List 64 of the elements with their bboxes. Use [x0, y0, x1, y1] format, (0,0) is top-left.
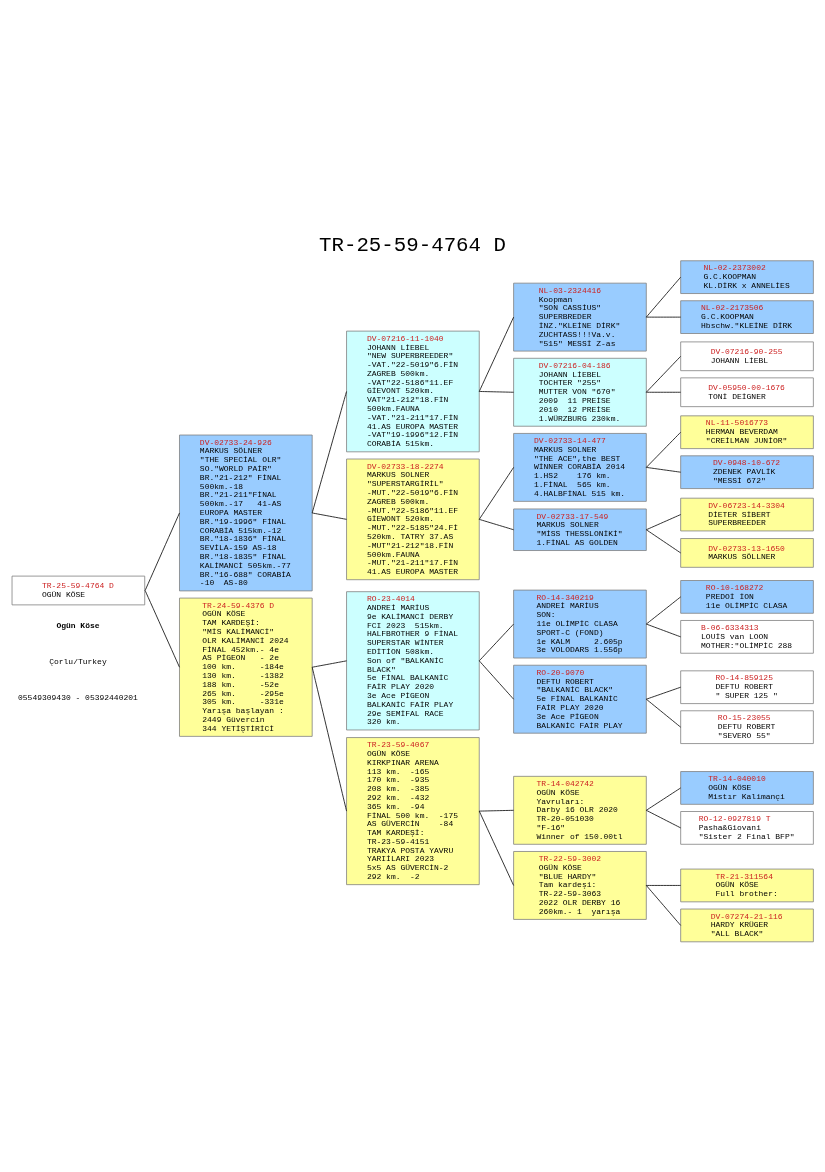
node-box: DV-02733-14-477 MARKUS SOLNER "THE ACE",the BEST WİNNER CORABİA 2014 1.HS2 176 km. 1.FİNAL 565 km. 4.HALBFİNAL 515 km.	[513, 432, 647, 502]
node-box: DV-02733-24-926 MARKUS SÖLNER "THE SPECİAL OLR" SO."WORLD PAİR" BR."21-212" FİNAL 500km.-18 BR."21-211"FİNAL 500km.-17 41-AS EUROPA MASTER BR."19-1996" FİNAL CORABİA 515km.-12 BR."18-1836" FİNAL SEVİLA-159 AS-18 BR."18-1835" FİNAL KALİMANCİ 505km.-77 BR."16-688" CORABİA -10 AS-80	[179, 434, 313, 591]
connector	[478, 316, 514, 392]
label: Çorlu/Turkey	[49, 656, 107, 666]
node-box: DV-07216-04-186 JOHANN LİEBEL TOCHTER "255" MUTTER VON "670" 2009 11 PREİSE 2010 12 PREİSE 1.WÜRZBURG 230km.	[513, 357, 647, 427]
node-box: NL-11-5016773 HERMAN BEVERDAM "CREİLMAN JUNİOR"	[680, 414, 814, 449]
node-box: B-06-6334313 LOUİS van LOON MOTHER:"OLİMPİC 288	[680, 619, 814, 654]
node-box: RO-15-23055 DEFTU ROBERT "SEVERO 55"	[680, 709, 814, 744]
connector	[311, 512, 347, 520]
node-box: DV-07216-90-255 JOHANN LİEBL	[680, 341, 814, 371]
connector	[645, 698, 682, 728]
connector	[478, 809, 514, 811]
node-box: TR-14-040010 OGÜN KÖSE Mistır Kalimançi	[680, 770, 814, 805]
node-box: DV-06723-14-3304 DİETER SİBERT SUPERBREEDER	[680, 497, 814, 531]
connector	[645, 466, 682, 473]
label: 05549309430 - 05392440201	[18, 692, 138, 702]
node-box: RO-14-340219 ANDREİ MARİUS SON: 11e OLİMPİC CLASA SPORT-C (FOND) 1e KALM 2.605p 3e VOLODARS 1.556p	[513, 589, 647, 658]
connector	[311, 659, 347, 668]
connector	[478, 659, 514, 700]
node-box: DV-02733-13-1650 MARKUS SÖLLNER	[680, 537, 814, 568]
connector	[478, 810, 514, 886]
connector	[645, 355, 682, 393]
connector	[144, 512, 180, 591]
node-box: RO-23-4014 ANDREİ MARİUS 9e KALİMANCİ DERBY FCI 2023 515km. HALFBROTHER 9 FİNAL SUPERSTAR WİNTER EDİTİON 508km. Son of "BALKANİC BLACK" 5e FİNAL BALKANİC FAİR PLAY 2020 3e Ace PİGEON BALKANİC FAİR PLAY 29e SEMİFAL RACE 320 km.	[346, 590, 480, 730]
node-box: NL-03-2324416 Koopman "SON CASSİUS" SUPERBREDER İNZ."KLEİNE DİRK" ZUCHTASS!!!Va.v. "515" MESSİ Z-as	[513, 282, 647, 351]
node-box: DV-02733-17-549 MARKUS SOLNER "MİSS THESSLONİKİ" 1.FİNAL AS GOLDEN	[513, 508, 647, 551]
connector	[645, 528, 682, 553]
node-box: NL-02-2373002 G.C.KOOPMAN KL.DİRK x ANNELİES	[680, 259, 814, 294]
connector	[144, 589, 180, 668]
node-box: DV-05950-00-1676 TONİ DEİGNER	[680, 376, 814, 407]
node-box: TR-14-042742 OGÜN KÖSE Yavruları: Darby 16 OLR 2020 TR-20-051030 "F-16" Winner of 150.00tl	[513, 775, 647, 845]
connector	[478, 623, 514, 661]
label: Ogün Köse	[56, 620, 100, 630]
node-box: RO-10-168272 PREDOİ İON 11e OLİMPİC CLASA	[680, 579, 814, 614]
node-box: RO-20-9070 DEFTU ROBERT "BALKANİC BLACK" 5e FİNAL BALKANİC FAİR PLAY 2020 3e Ace PİGEON BALKANİC FAİR PLAY	[513, 664, 647, 734]
node-box: NL-02-2173506 G.C.KOOPMAN Hbschw."KLEİNE DİRK	[680, 299, 814, 334]
node-box: RO-14-859125 DEFTU ROBERT " SUPER 125 "	[680, 669, 814, 704]
node-box: TR-22-59-3002 OGÜN KÖSE "BLUE HARDY" Tam kardeşi: TR-22-59-3063 2022 OLR DERBY 16 260km.- 1 yarışa	[513, 850, 647, 920]
connector	[478, 466, 514, 520]
node-box: DV-07216-11-1040 JOHANN LİEBEL "NEW SUPERBREEDER" -VAT."22-5019"6.FİN ZAGREB 500km. -VAT"22-5186"11.EF GİEVONT 520km. VAT"21-212"18.FİN 500km.FAUNA -VAT."21-211"17.FİN 41.AS EUROPA MASTER -VAT"19-1996"12.FİN CORABİA 515km.	[346, 330, 480, 452]
connector	[645, 787, 682, 811]
connector	[645, 686, 682, 700]
connector	[645, 884, 682, 886]
connector	[645, 513, 682, 530]
connector	[478, 518, 514, 530]
connector	[311, 390, 347, 513]
node-box: TR-24-59-4376 D OGÜN KÖSE TAM KARDEŞİ: "MİS KALİMANCİ" OLR KALİMANCİ 2024 FİNAL 452km.- 4e AS PİGEON - 2e 100 km. -184e 130 km. -1382 188 km. -52e 265 km. -295e 305 km. -331e Yarışa başlayan : 2449 Güvercin 344 YETİŞTİRİCİ	[179, 597, 313, 737]
connector	[478, 390, 514, 393]
connector	[645, 276, 682, 318]
node-box: TR-23-59-4067 OGÜN KÖSE KIRKPINAR ARENA 113 km. -165 170 km. -935 208 km. -385 292 km. -432 365 km. -94 FİNAL 500 km. -175 AS GÜVERCİN -84 TAM KARDEŞİ: TR-23-59-4151 TRAKYA POSTA YAVRU YARIİLARI 2023 5x5 AS GÜVERCİN-2 292 km. -2	[346, 736, 480, 885]
connector	[311, 666, 347, 811]
node-box: DV-07274-21-116 HARDY KRÜGER "ALL BLACK"	[680, 908, 814, 942]
node-box: RO-12-0927819 T Pasha&Giovani "Sister 2 Final BFP"	[680, 810, 814, 845]
node-box: DV-0948-10-672 ZDENEK PAVLİK "MESSİ 672"	[680, 454, 814, 489]
connector	[645, 809, 682, 828]
node-box: TR-25-59-4764 D OGÜN KÖSE	[11, 575, 146, 605]
connector	[645, 884, 682, 926]
node-box: DV-02733-18-2274 MARKUS SOLNER "SUPERSTARGİRİL" -MUT."22-5019"6.FİN ZAGREB 500km. -MUT."22-5186"11.EF GİEWONT 520km. -MUT."22-5185"24.Fİ 520km. TATRY 37.AS -MUT"21-212"18.FİN 500km.FAUNA -MUT."21-211"17.FİN 41.AS EUROPA MASTER	[346, 458, 480, 580]
connector	[645, 623, 682, 637]
diagram-title: TR-25-59-4764 D	[319, 233, 506, 257]
connector	[645, 316, 682, 318]
connector	[645, 431, 682, 468]
connector	[645, 596, 682, 624]
node-box: TR-21-311564 OGÜN KÖSE Full brother:	[680, 868, 814, 902]
